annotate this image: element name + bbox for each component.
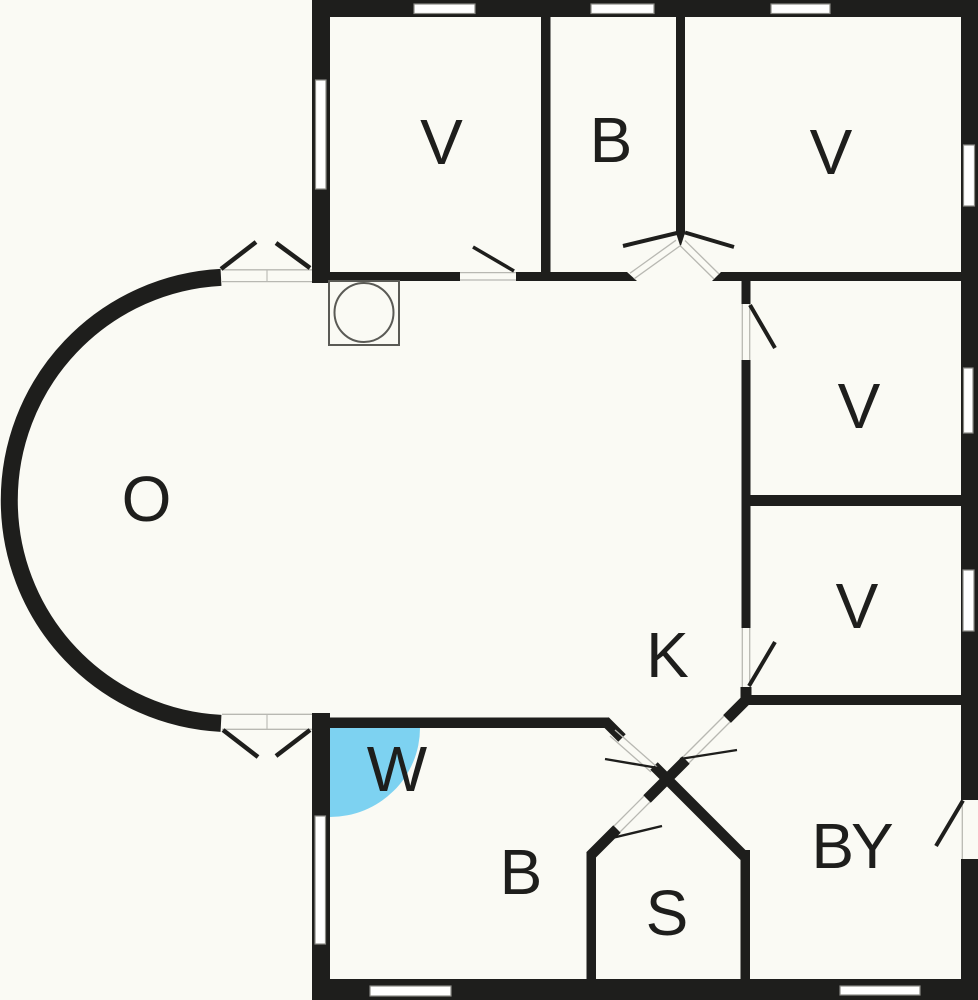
- svg-text:B: B: [590, 104, 633, 176]
- svg-text:B: B: [500, 836, 543, 908]
- svg-text:O: O: [122, 463, 172, 535]
- svg-text:V: V: [836, 570, 879, 642]
- svg-text:W: W: [367, 733, 428, 805]
- svg-text:V: V: [420, 106, 463, 178]
- svg-text:V: V: [810, 116, 853, 188]
- svg-text:S: S: [646, 877, 689, 949]
- svg-text:K: K: [646, 619, 689, 691]
- svg-text:BY: BY: [811, 810, 893, 882]
- svg-text:V: V: [838, 370, 881, 442]
